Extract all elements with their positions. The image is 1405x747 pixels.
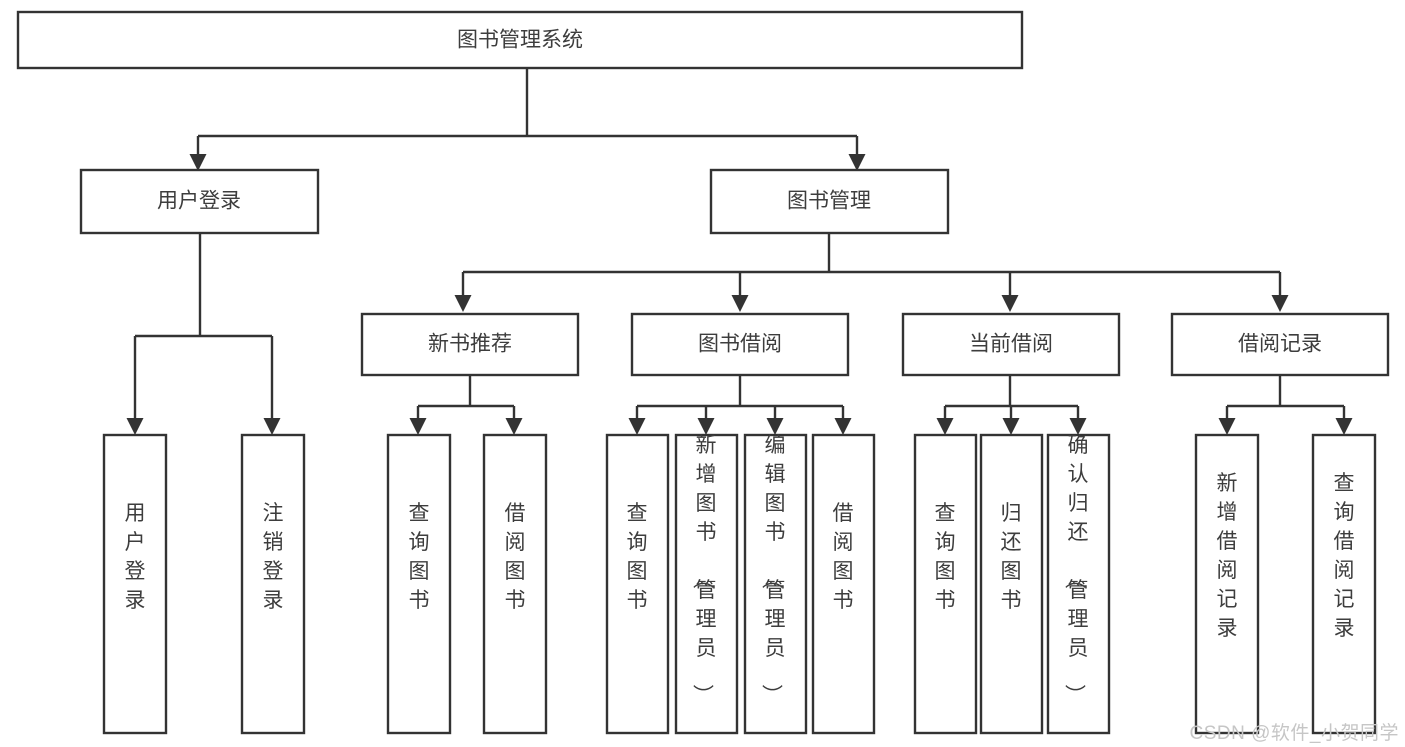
node-current-borrow[interactable]: 当前借阅	[901, 312, 1121, 377]
arrowhead-borrow-record	[1271, 295, 1289, 312]
node-leaf-query-book-2-label: 查询图书	[627, 502, 648, 612]
connector-group-book-borrow	[628, 375, 852, 435]
connector-group-user-login	[126, 233, 281, 435]
arrowhead-leaf-add-book	[697, 418, 715, 435]
node-leaf-return-book-label: 归还图书	[1001, 502, 1022, 612]
node-borrow-record[interactable]: 借阅记录	[1170, 312, 1390, 377]
node-leaf-user-login-label: 用户登录	[125, 502, 146, 612]
arrowhead-leaf-query-record	[1335, 418, 1353, 435]
arrowhead-root-to-user-login	[189, 154, 207, 171]
node-new-book-recommend-label: 新书推荐	[428, 333, 512, 356]
node-book-borrow-label: 图书借阅	[698, 333, 782, 356]
node-leaf-query-book-1-label: 查询图书	[409, 502, 430, 612]
node-user-login-label: 用户登录	[157, 190, 241, 213]
node-leaf-borrow-book-2[interactable]: 借阅图书	[811, 433, 876, 735]
arrowhead-leaf-user-logout	[263, 418, 281, 435]
node-leaf-edit-book-label: 编辑图书（管理员）	[760, 434, 786, 705]
node-leaf-query-record-label: 查询借阅记录	[1334, 472, 1355, 640]
arrowhead-root-to-book-manage	[848, 154, 866, 171]
node-leaf-query-book-2[interactable]: 查询图书	[605, 433, 670, 735]
node-leaf-borrow-book-1-label: 借阅图书	[505, 502, 526, 612]
node-book-manage-label: 图书管理	[787, 190, 871, 213]
connector-group-borrow-record	[1218, 375, 1353, 435]
node-leaf-add-book-label: 新增图书（管理员）	[691, 434, 717, 705]
node-root-label: 图书管理系统	[457, 29, 583, 52]
arrowhead-leaf-user-login	[126, 418, 144, 435]
node-borrow-record-label: 借阅记录	[1238, 333, 1322, 356]
node-leaf-borrow-book-2-label: 借阅图书	[833, 502, 854, 612]
arrowhead-current-borrow	[1001, 295, 1019, 312]
csdn-watermark: CSDN @软件_小贺同学	[1189, 723, 1399, 744]
connector-group-current-borrow	[936, 375, 1087, 435]
node-user-login[interactable]: 用户登录	[79, 168, 320, 235]
node-current-borrow-label: 当前借阅	[969, 333, 1053, 356]
arrowhead-leaf-confirm-return	[1069, 418, 1087, 435]
node-root[interactable]: 图书管理系统	[16, 10, 1024, 70]
node-new-book-recommend[interactable]: 新书推荐	[360, 312, 580, 377]
arrowhead-new-book-recommend	[454, 295, 472, 312]
node-leaf-user-login[interactable]: 用户登录	[102, 433, 168, 735]
node-leaf-user-logout[interactable]: 注销登录	[240, 433, 306, 735]
node-leaf-edit-book[interactable]: 编辑图书（管理员）	[743, 433, 808, 735]
node-leaf-query-record[interactable]: 查询借阅记录	[1311, 433, 1377, 735]
node-leaf-user-logout-label: 注销登录	[263, 502, 284, 612]
node-leaf-add-record-label: 新增借阅记录	[1217, 472, 1238, 640]
node-leaf-add-book[interactable]: 新增图书（管理员）	[674, 433, 739, 735]
node-leaf-return-book[interactable]: 归还图书	[979, 433, 1044, 735]
arrowhead-leaf-borrow-book-2	[834, 418, 852, 435]
arrowhead-leaf-edit-book	[766, 418, 784, 435]
node-book-manage[interactable]: 图书管理	[709, 168, 950, 235]
node-leaf-query-book-1[interactable]: 查询图书	[386, 433, 452, 735]
arrowhead-leaf-return-book	[1002, 418, 1020, 435]
arrowhead-leaf-borrow-book-1	[505, 418, 523, 435]
arrowhead-leaf-add-record	[1218, 418, 1236, 435]
arrowhead-leaf-query-book-1	[409, 418, 427, 435]
node-leaf-add-record[interactable]: 新增借阅记录	[1194, 433, 1260, 735]
arrowhead-leaf-query-book-3	[936, 418, 954, 435]
node-leaf-confirm-return-label: 确认归还（管理员）	[1063, 434, 1089, 705]
node-leaf-confirm-return[interactable]: 确认归还（管理员）	[1046, 433, 1111, 735]
node-book-borrow[interactable]: 图书借阅	[630, 312, 850, 377]
connector-group-new-book-recommend	[409, 375, 523, 435]
node-leaf-borrow-book-1[interactable]: 借阅图书	[482, 433, 548, 735]
connector-group-book-manage	[454, 233, 1289, 312]
arrowhead-leaf-query-book-2	[628, 418, 646, 435]
arrowhead-book-borrow	[731, 295, 749, 312]
node-leaf-query-book-3-label: 查询图书	[935, 502, 956, 612]
node-leaf-query-book-3[interactable]: 查询图书	[913, 433, 978, 735]
connector-group-root	[189, 68, 866, 171]
